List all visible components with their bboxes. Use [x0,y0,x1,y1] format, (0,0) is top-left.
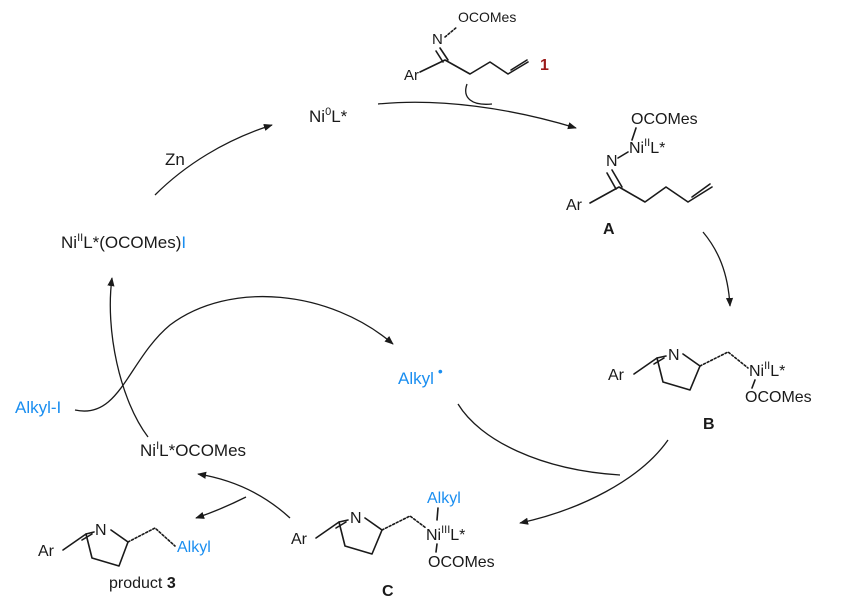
cn-double-bond-a [439,47,449,61]
arrow-xat-return [107,277,149,438]
int-c-ar-label: Ar [291,531,308,548]
int-a-cn-bond-a [611,169,623,188]
arrow-zn-reduction [154,124,273,196]
reagent-number: 1 [540,57,549,74]
int-c-ocomes: OCOMes [428,554,495,571]
reagent-n-atom: N [432,31,443,48]
arrow-halogen-abstraction [74,295,394,412]
product-caption: product 3 [109,575,176,592]
intermediate-b-structure: Ar N NiIIL* OCOMes B [608,347,812,433]
int-b-ni: NiIIL* [749,360,785,380]
arrow-reagent-entry [465,83,493,105]
cn-double-bond-b [435,50,444,63]
int-a-n-atom: N [606,153,618,170]
reagent-alkene-double [510,59,528,71]
alkyl-iodide-reagent: Alkyl-I [15,398,61,417]
product-hashed-ch2 [127,527,176,547]
int-c-ring [338,517,383,555]
ni0-species: Ni0L* [309,106,348,126]
int-a-alkene-double [691,183,711,198]
product-3-structure: Ar N Alkyl product 3 [38,522,211,592]
int-b-cn-double [653,357,665,365]
int-c-ni: NiIIIL* [426,524,465,544]
int-a-chain [589,186,713,204]
reagent-chain [419,59,529,75]
arrow-oxidative-addition [377,101,577,130]
ni1-species: NiIL*OCOMes [140,440,246,460]
int-a-cn-bond-b [606,172,617,190]
int-c-n-atom: N [350,510,362,527]
int-b-ni-o-bond [751,379,756,389]
int-b-ar-c-bond [633,355,667,375]
product-ring [85,529,129,567]
int-a-ni: NiIIL* [629,137,665,157]
int-c-ni-alkyl-bond [436,507,439,521]
int-c-label: C [382,583,394,600]
intermediate-c-structure: Ar N Alkyl NiIIIL* OCOMes C [291,490,495,600]
zn-reductant-label: Zn [165,150,185,169]
arrow-cyclization [702,231,734,307]
int-c-ar-c-bond [315,519,349,539]
int-c-cn-double [335,521,347,529]
int-a-ocomes: OCOMes [631,111,698,128]
arrow-radical-capture [519,439,669,525]
n-o-wavy-bond [444,26,458,38]
int-b-ocomes: OCOMes [745,389,812,406]
int-a-label: A [603,221,615,238]
alkyl-radical: Alkyl• [398,363,443,388]
int-b-label: B [703,416,715,433]
product-n-atom: N [95,522,107,539]
reagent-1-structure: OCOMes N Ar 1 [404,9,549,84]
int-a-o-ni-bond [631,127,637,141]
int-b-hashed-ch2 [699,351,749,369]
product-alkyl: Alkyl [177,539,211,556]
int-a-ar-label: Ar [566,197,583,214]
int-b-n-atom: N [668,347,680,364]
product-ar-label: Ar [38,543,55,560]
arrow-radical-entry [457,403,621,476]
arrow-product-release [195,496,247,519]
ni2-species: NiIIL*(OCOMes)I [61,232,186,252]
int-b-ar-label: Ar [608,367,625,384]
int-b-ring [656,353,701,391]
reagent-ar-label: Ar [404,67,419,84]
reagent-ocomes-label: OCOMes [458,9,516,25]
int-c-hashed-ch2 [381,515,427,531]
int-a-n-ni-bond [617,151,629,159]
intermediate-a-structure: OCOMes NiIIL* N Ar A [566,111,713,238]
arrow-reductive-elimination [197,471,291,519]
int-c-ni-o-bond [435,543,438,553]
int-c-alkyl: Alkyl [427,490,461,507]
